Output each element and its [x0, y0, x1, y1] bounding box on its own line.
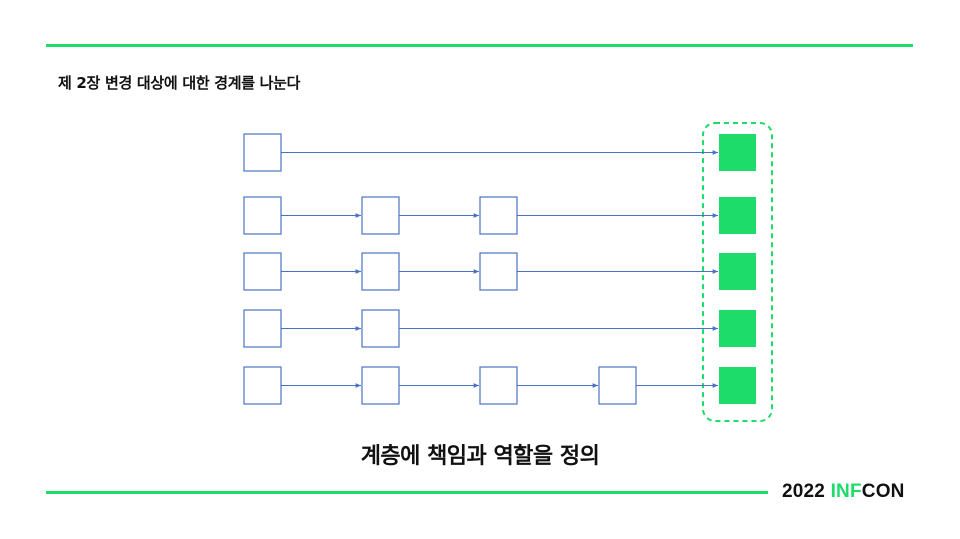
target-box	[719, 197, 756, 234]
target-box	[719, 134, 756, 171]
brand-logo: 2022 INFCON	[782, 481, 905, 503]
slide-caption: 계층에 책임과 역할을 정의	[360, 444, 600, 469]
brand-rest: CON	[861, 481, 905, 502]
layer-box	[361, 366, 400, 405]
top-divider	[46, 44, 913, 47]
brand-year: 2022	[782, 481, 826, 502]
target-group-border	[702, 122, 773, 422]
layer-box	[479, 196, 518, 235]
layer-box	[361, 252, 400, 291]
layer-box	[243, 133, 282, 172]
target-box	[719, 367, 756, 404]
layer-box	[479, 366, 518, 405]
layer-box	[598, 366, 637, 405]
slide-subtitle: 제 2장 변경 대상에 대한 경계를 나눈다	[58, 74, 301, 92]
layer-box	[361, 309, 400, 348]
layer-box	[479, 252, 518, 291]
target-box	[719, 310, 756, 347]
layer-box	[243, 366, 282, 405]
layer-box	[243, 309, 282, 348]
brand-accent: INF	[830, 481, 862, 502]
bottom-divider	[46, 491, 768, 494]
target-box	[719, 253, 756, 290]
layer-box	[243, 252, 282, 291]
layer-box	[243, 196, 282, 235]
layer-box	[361, 196, 400, 235]
